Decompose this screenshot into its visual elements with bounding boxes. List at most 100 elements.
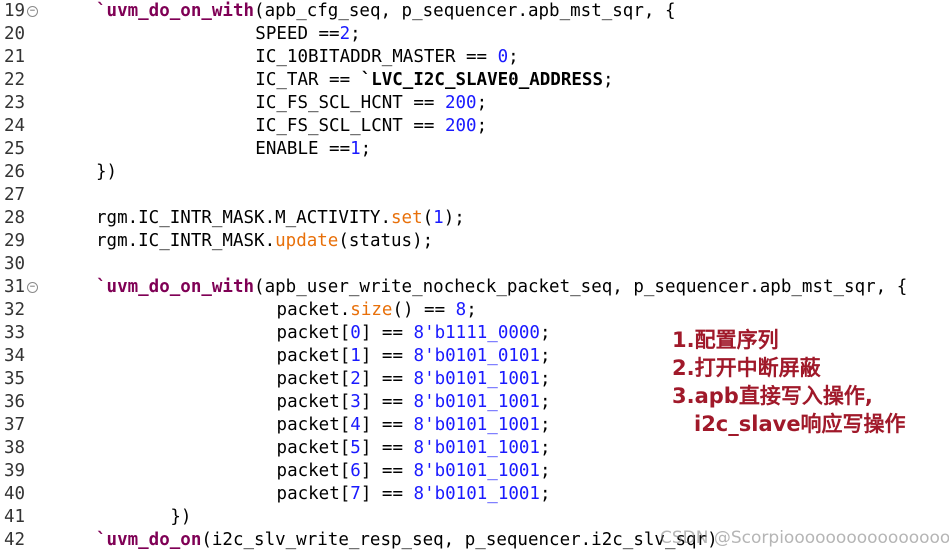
number-token: 1 (350, 346, 361, 366)
code-token: ] == (360, 484, 414, 504)
code-token: IC_10BITADDR_MASTER == (255, 47, 498, 67)
code-token: ] == (360, 461, 414, 481)
code-token: }) (96, 162, 118, 182)
code-text: `uvm_do_on(i2c_slv_write_resp_seq, p_seq… (96, 529, 718, 552)
code-line[interactable]: 19−`uvm_do_on_with(apb_cfg_seq, p_sequen… (0, 0, 949, 23)
number-token: 6 (350, 461, 361, 481)
method-token: set (391, 208, 423, 228)
line-number: 40 (4, 484, 26, 504)
code-text: packet[2] == 8'b0101_1001; (277, 368, 551, 391)
code-token: packet[ (276, 415, 351, 435)
code-token: packet[ (276, 346, 351, 366)
code-token: ] == (360, 323, 414, 343)
line-number: 25 (4, 139, 26, 159)
code-token: ( (422, 208, 434, 228)
code-token: (apb_cfg_seq, p_sequencer.apb_mst_sqr, { (254, 1, 676, 21)
line-number: 38 (4, 438, 26, 458)
annotation-notes: 1.配置序列 2.打开中断屏蔽 3.apb直接写入操作, i2c_slave响应… (672, 326, 906, 438)
code-line[interactable]: 34 packet[1] == 8'b0101_0101; (0, 345, 949, 368)
number-token: 0 (497, 47, 509, 67)
number-token: 7 (350, 484, 361, 504)
number-token: 1 (433, 208, 444, 228)
line-number: 33 (4, 323, 26, 343)
annotation-note-1: 1.配置序列 (672, 328, 779, 352)
code-line[interactable]: 38 packet[5] == 8'b0101_1001; (0, 437, 949, 460)
code-line[interactable]: 30 (0, 253, 949, 276)
code-token: SPEED == (255, 24, 340, 44)
code-token: ; (539, 323, 551, 343)
watermark: CSDN @Scorpioooooooooooooooo (660, 528, 949, 548)
line-number: 24 (4, 116, 26, 136)
code-token: ; (350, 24, 361, 44)
number-token: 8'b0101_1001 (413, 415, 540, 435)
number-token: 4 (350, 415, 361, 435)
code-line[interactable]: 35 packet[2] == 8'b0101_1001; (0, 368, 949, 391)
code-line[interactable]: 25 ENABLE ==1; (0, 138, 949, 161)
fold-toggle-icon[interactable]: − (27, 6, 38, 17)
code-line[interactable]: 37 packet[4] == 8'b0101_1001; (0, 414, 949, 437)
number-token: 8 (455, 300, 467, 320)
code-token: ; (539, 438, 551, 458)
code-text: IC_10BITADDR_MASTER == 0; (255, 46, 518, 69)
line-number: 35 (4, 369, 26, 389)
code-line[interactable]: 27 (0, 184, 949, 207)
code-text: SPEED ==2; (255, 23, 360, 46)
code-text: }) (96, 161, 117, 184)
number-token: 8'b1111_0000 (413, 323, 540, 343)
code-line[interactable]: 21 IC_10BITADDR_MASTER == 0; (0, 46, 949, 69)
code-token: ; (539, 484, 551, 504)
line-number: 37 (4, 415, 26, 435)
line-number: 28 (4, 208, 26, 228)
code-token: packet[ (276, 461, 351, 481)
fold-toggle-icon[interactable]: − (27, 282, 38, 293)
code-text: packet[5] == 8'b0101_1001; (277, 437, 551, 460)
annotation-note-2: 2.打开中断屏蔽 (672, 356, 821, 380)
code-line[interactable]: 42`uvm_do_on(i2c_slv_write_resp_seq, p_s… (0, 529, 949, 552)
number-token: 200 (444, 116, 477, 136)
code-token: () == (392, 300, 456, 320)
code-text: packet[4] == 8'b0101_1001; (277, 414, 551, 437)
code-text: packet[1] == 8'b0101_0101; (277, 345, 551, 368)
number-token: 1 (350, 139, 361, 159)
line-number: 31 (4, 277, 26, 297)
code-token: IC_TAR == (255, 70, 361, 90)
code-text: packet[6] == 8'b0101_1001; (277, 460, 551, 483)
code-token: ; (476, 93, 488, 113)
code-text: packet.size() == 8; (277, 299, 477, 322)
code-token: ; (539, 392, 551, 412)
code-token: packet[ (276, 484, 351, 504)
code-line[interactable]: 26}) (0, 161, 949, 184)
method-token: size (350, 300, 393, 320)
code-line[interactable]: 31−`uvm_do_on_with(apb_user_write_nochec… (0, 276, 949, 299)
line-number: 29 (4, 231, 26, 251)
code-text: }) (170, 506, 191, 529)
code-line[interactable]: 41}) (0, 506, 949, 529)
number-token: 8'b0101_1001 (413, 438, 540, 458)
code-token: packet[ (276, 323, 351, 343)
code-token: (status); (338, 231, 434, 251)
code-token: rgm.IC_INTR_MASK.M_ACTIVITY. (96, 208, 392, 228)
line-number: 26 (4, 162, 26, 182)
code-text: ENABLE ==1; (255, 138, 371, 161)
code-token: ; (539, 369, 551, 389)
code-token: ; (539, 346, 551, 366)
line-number: 21 (4, 47, 26, 67)
line-number: 34 (4, 346, 26, 366)
macro-token: `uvm_do_on_with (96, 277, 255, 297)
code-token: packet. (276, 300, 351, 320)
number-token: 8'b0101_1001 (413, 461, 540, 481)
line-number: 36 (4, 392, 26, 412)
number-token: 8'b0101_0101 (413, 346, 540, 366)
